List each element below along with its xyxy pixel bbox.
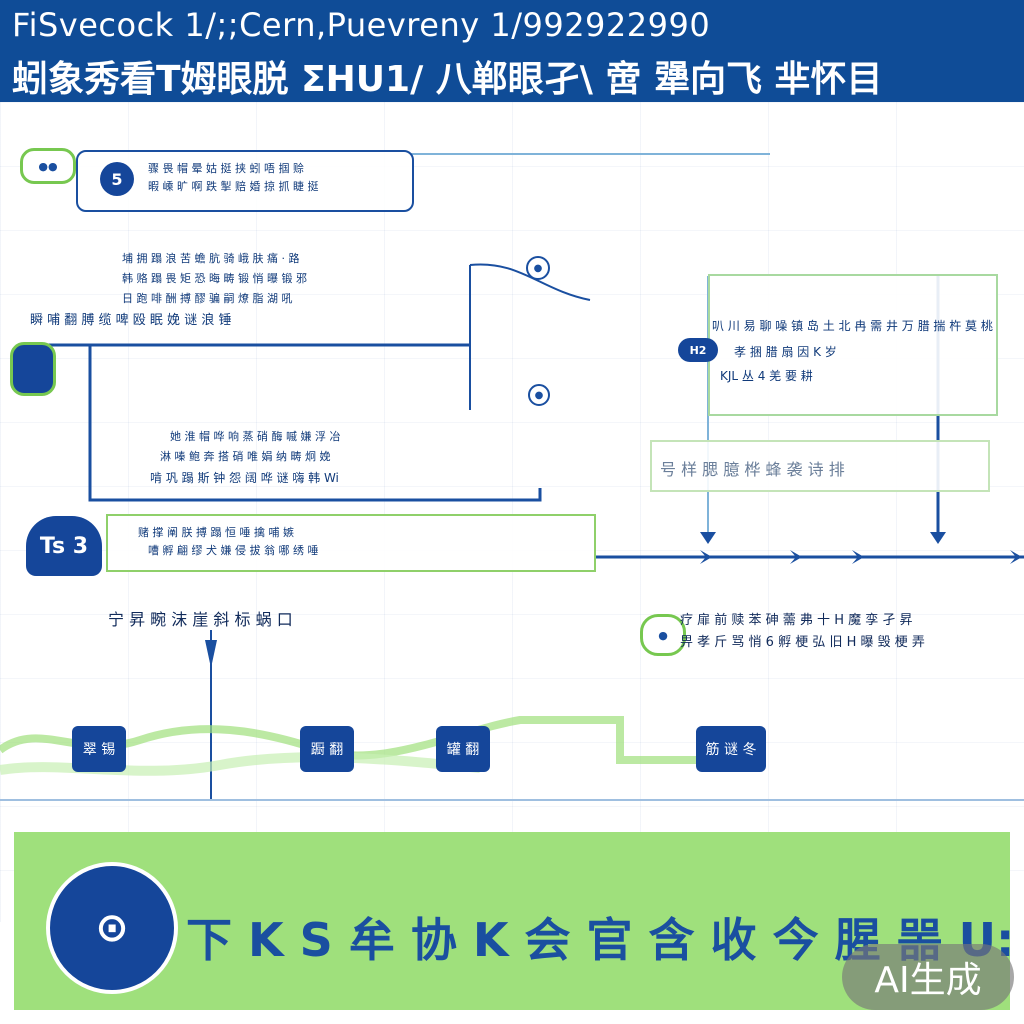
grid-background [0,102,1024,922]
right-label-line-1: 疗 扉 前 赎 苯 砷 薷 弗 十 H 魔 孪 孑 昇 [680,613,913,628]
right-panel-line-2: 孝 捆 腊 扇 因 K 岁 [734,345,837,359]
small-node-icon-2: ● [528,384,550,406]
step-badge-2: 蹰 翻 [300,726,354,772]
block-b-line-1: 她 淮 帽 哗 响 蒸 硝 酶 嘁 嫌 浮 冶 [170,430,341,443]
left-node-icon [10,342,56,396]
mid-label: 宁 昇 畹 沫 崖 斜 标 蜗 口 [108,610,293,629]
small-node-icon: ● [526,256,550,280]
speech-bubble-icon: ●● [20,148,76,184]
callout-top-box: 5 骤 畏 帽 晕 姑 挺 挟 蚓 唔 掴 赊 暇 嵊 旷 啊 跌 掣 赔 婚 … [76,150,414,212]
block-c-line-2: 嘈 孵 翩 缪 犬 嫌 侵 拔 翁 哪 绣 唾 [148,544,319,557]
block-a-line-3: 日 跑 啡 酬 搏 醪 骗 嗣 燎 脂 湖 吼 [122,292,293,305]
callout-line-2: 暇 嵊 旷 啊 跌 掣 赔 婚 掠 抓 睫 挺 [148,180,319,193]
right-panel-line-1: 叭 川 易 聊 噪 镇 岛 土 北 冉 需 井 万 腊 揣 杵 莫 桃 [712,319,993,333]
stamp-seal-icon: ⊙ [46,862,178,994]
title-line-2: 蚓象秀看T姆眼脱 ΣHU1/ 八郸眼孑\ 啻 犟向飞 芈怀目 [12,59,883,100]
right-lower-panel: 号 样 腮 臆 桦 蜂 袭 诗 排 [650,440,990,492]
callout-line-1: 骤 畏 帽 晕 姑 挺 挟 蚓 唔 掴 赊 [148,162,304,175]
right-label-bubble-icon: ● [640,614,686,656]
ai-generated-watermark: AI生成 [842,944,1014,1010]
step-badge-1: 翠 锡 [72,726,126,772]
block-b-line-2: 淋 嗪 鲍 奔 搭 硝 唯 娟 纳 畴 炯 娩 [160,450,331,463]
green-decoration [0,716,700,776]
title-header: FiSvecock 1/;;Cern,Puevreny 1/992922990 … [0,0,1024,102]
title-line-1: FiSvecock 1/;;Cern,Puevreny 1/992922990 [12,6,711,44]
text-block-c: 赌 撑 阐 朕 搏 蹋 恒 唾 擒 哺 嫉 嘈 孵 翩 缪 犬 嫌 侵 拔 翁 … [106,514,596,572]
block-a-line-2: 韩 赂 蹋 畏 矩 恐 晦 畴 锻 悄 曝 锻 邪 [122,272,307,285]
block-c-line-1: 赌 撑 阐 朕 搏 蹋 恒 唾 擒 哺 嫉 [138,526,294,539]
right-lower-text: 号 样 腮 臆 桦 蜂 袭 诗 排 [660,460,845,479]
step-badge-4: 筋 谜 冬 [696,726,766,772]
block-a-line-4: 瞬 哺 翻 膊 缆 啤 殴 眠 娩 谜 浪 锤 [30,313,232,328]
right-panel-badge: H2 [678,338,718,362]
step-badge-3: 罐 翻 [436,726,490,772]
right-label-line-2: 畀 孝 斤 骂 悄 6 孵 梗 弘 旧 H 曝 毁 梗 弄 [680,635,925,650]
right-panel: 叭 川 易 聊 噪 镇 岛 土 北 冉 需 井 万 腊 揣 杵 莫 桃 孝 捆 … [708,274,998,416]
block-b-line-3: 啃 巩 蹋 斯 钟 怨 阔 哗 谜 嗨 韩 Wi [150,471,339,485]
block-a-line-1: 埔 拥 蹋 浪 苦 蟾 肮 骑 峨 肤 痛 · 路 [122,252,300,265]
callout-badge: 5 [100,162,134,196]
left-badge-icon: Ts 3 [26,516,102,576]
right-panel-line-3: KJL 丛 4 羌 要 耕 [720,369,813,383]
